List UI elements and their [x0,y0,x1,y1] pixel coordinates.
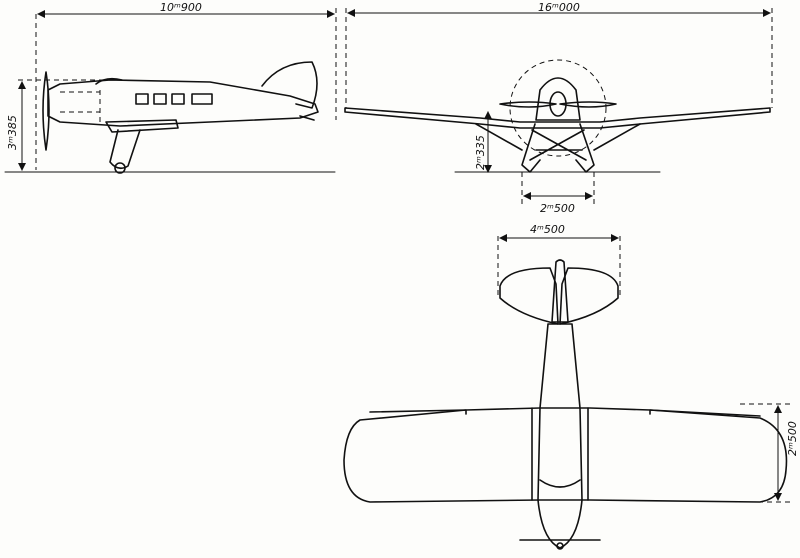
side-windows [135,93,213,105]
top-aileron-right [649,409,761,417]
side-fuselage [47,79,319,127]
side-tail-fin [261,61,318,109]
top-wing-root-lines [531,407,589,501]
side-height-label: 3ᵐ385 [6,115,19,150]
top-wing [343,407,788,503]
front-height-label: 2ᵐ335 [474,135,487,170]
side-view: 10ᵐ900 3ᵐ385 [4,1,337,174]
side-cockpit [95,77,123,85]
front-propeller-blade-right [559,101,617,108]
side-wing [105,119,179,133]
top-fin [551,259,569,323]
top-view: 4ᵐ500 2ᵐ500 [343,223,799,550]
front-spinner [549,91,567,117]
top-tailplane-right [559,267,619,325]
top-cockpit-line [539,479,581,488]
front-gear-struts [529,129,587,161]
top-tail-label: 4ᵐ500 [530,223,565,236]
front-wing-struts [475,123,641,151]
front-propeller-disc [509,59,607,157]
side-wheel [114,162,126,174]
front-fuselage [535,77,581,121]
front-landing-gear [521,123,595,173]
top-tailplane-left [499,267,559,325]
front-span-label: 16ᵐ000 [538,1,580,14]
top-chord-label: 2ᵐ500 [786,421,799,456]
front-view: 16ᵐ000 2ᵐ335 2ᵐ500 [344,1,773,215]
top-aileron-left [369,409,467,415]
front-wing [344,107,771,129]
top-fuselage [537,323,583,549]
side-length-label: 10ᵐ900 [160,1,202,14]
side-tail-skid [299,115,315,121]
front-propeller-blade-left [499,101,557,108]
side-landing-gear [109,129,141,170]
front-track-label: 2ᵐ500 [540,202,575,215]
top-spinner [556,542,564,550]
side-engine-outline [60,90,101,122]
